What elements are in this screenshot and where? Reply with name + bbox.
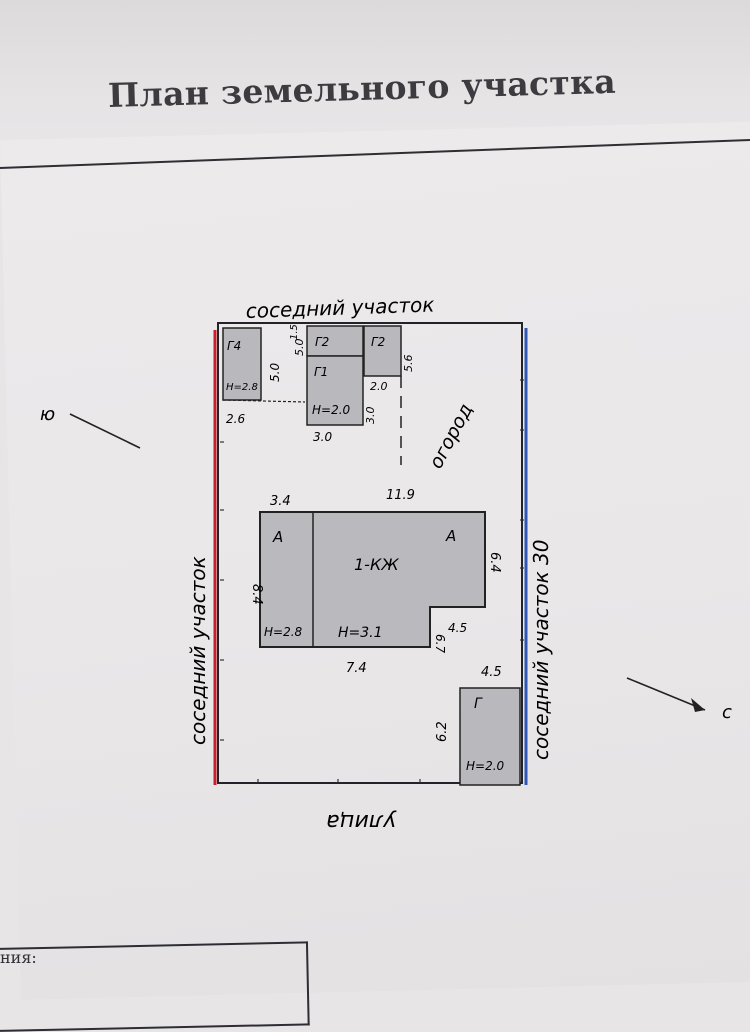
- g1-width-dim: 3.0: [313, 430, 332, 444]
- street-label: улица: [326, 809, 397, 834]
- notch-horizontal-dim: 4.5: [448, 621, 467, 635]
- bottom-legend-label: ния:: [0, 948, 37, 967]
- g2-width-dim: 2.0: [370, 380, 388, 393]
- garden-label: огород: [425, 400, 477, 472]
- south-label: ю: [40, 404, 55, 425]
- g1-side-dim: 1.5: [289, 324, 300, 340]
- plot-boundary: [217, 322, 523, 784]
- g2-side-dim: 5.6: [402, 355, 415, 373]
- north-label: с: [722, 702, 732, 723]
- g1-height: H=2.0: [312, 403, 351, 417]
- building-g2-left: [306, 325, 364, 357]
- boundary-tick-marks: [220, 379, 524, 783]
- g4-extension-line: [222, 399, 306, 403]
- house-left-dim: 8.4: [249, 584, 264, 605]
- building-g1: [306, 355, 364, 426]
- south-arrow-line: [69, 413, 141, 449]
- annex-a-left-name: А: [272, 528, 283, 546]
- g2-right-name: Г2: [371, 335, 385, 349]
- g1-top-dim: 5.0: [293, 339, 306, 357]
- house-right-dim: 6.4: [487, 552, 502, 573]
- right-neighbor-label: соседний участок 30: [529, 540, 553, 760]
- building-garage: [459, 687, 521, 786]
- garage-height: H=2.0: [466, 759, 505, 773]
- header-divider: [0, 139, 750, 169]
- top-neighbor-label: соседний участок: [245, 292, 434, 323]
- g4-width-dim: 2.6: [226, 412, 245, 426]
- house-height: H=3.1: [338, 625, 383, 641]
- bottom-legend-box: [0, 941, 310, 1032]
- g4-name: Г4: [227, 339, 241, 353]
- garage-length-dim: 6.2: [435, 721, 450, 742]
- garage-width-dim: 4.5: [481, 665, 502, 680]
- g1-name: Г1: [314, 365, 328, 379]
- house-bottom-dim: 7.4: [346, 661, 367, 676]
- north-arrow-head: [691, 698, 705, 712]
- annex-a-left-height: H=2.8: [264, 625, 303, 639]
- g4-height: H=2.8: [226, 382, 258, 393]
- g4-length-dim: 5.0: [268, 363, 282, 382]
- house-top-left-dim: 3.4: [270, 494, 291, 509]
- north-arrow-line: [626, 677, 706, 711]
- house-top-dim: 11.9: [386, 488, 415, 503]
- garage-name: Г: [474, 696, 483, 712]
- left-neighbor-label: соседний участок: [186, 556, 210, 745]
- building-g2-right: [363, 325, 402, 377]
- g1-depth-dim: 3.0: [364, 407, 377, 425]
- land-plot-plan: соседний участок соседний участок соседн…: [0, 139, 750, 834]
- g2-left-name: Г2: [315, 335, 329, 349]
- notch-vertical-dim: 6.7: [433, 634, 447, 653]
- building-g4: [222, 327, 262, 401]
- house-name: 1-КЖ: [354, 555, 399, 574]
- annex-a-right-name: А: [445, 527, 456, 545]
- main-house: [259, 511, 486, 648]
